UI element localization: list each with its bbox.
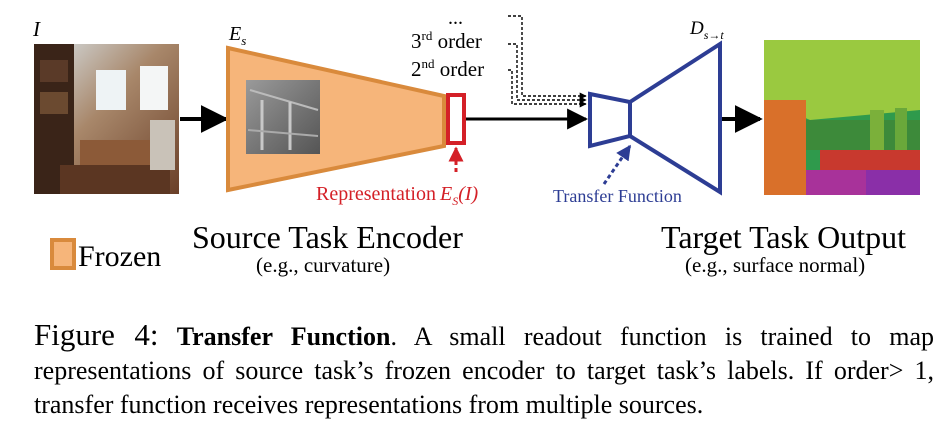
transfer-function-pointer [602,144,632,185]
encoder-label: Es [228,23,246,48]
figure-caption: Figure 4: Transfer Function. A small rea… [34,318,934,422]
output-image [764,40,920,195]
legend-frozen-label: Frozen [78,240,161,273]
target-title: Target Task Output [661,219,906,255]
transfer-function-shape [588,91,632,149]
representation-box [446,93,466,145]
second-order-label: 2nd order [411,56,484,81]
input-image [34,44,179,194]
caption-text: . A small readout function is trained to… [34,322,935,419]
caption-figure-label: Figure 4: [34,317,159,352]
caption-bold-title: Transfer Function [176,322,391,351]
decoder-label: Ds→t [689,18,724,42]
transfer-function-label: Transfer Function [553,186,682,206]
input-symbol: I [32,17,41,41]
third-order-label: 3rd order [411,28,482,53]
target-decoder-shape [628,40,722,196]
orders-ellipsis: ... [448,7,463,29]
legend-frozen-swatch [50,238,76,270]
curvature-image [246,80,320,154]
multi-source-connectors [508,15,587,108]
target-subtitle: (e.g., surface normal) [685,253,865,277]
source-subtitle: (e.g., curvature) [256,253,390,277]
diagram-canvas: I Es ... 3rd order 2nd order Representat… [32,7,920,277]
source-title: Source Task Encoder [192,219,463,255]
